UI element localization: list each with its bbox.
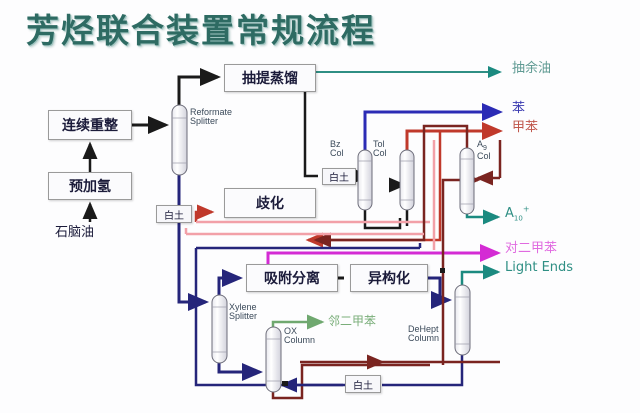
connector-ox-heavy-right	[300, 354, 500, 370]
output-label-orthoxylene: 邻二甲苯	[328, 315, 376, 328]
column-label-a9-col-line2: Col	[477, 151, 491, 162]
column-label-a9-col: A9 Col	[477, 139, 491, 162]
connector-pink-trunk	[432, 140, 436, 250]
column-label-bz-col: Bz Col	[330, 139, 344, 159]
connector-a9col-bottom-a10plus	[465, 209, 501, 225]
process-box-isomer-label: 异构化	[368, 271, 410, 287]
column-label-dehept-column: DeHept Column	[408, 324, 440, 344]
vessel-ox-column	[265, 326, 282, 393]
connector-dehept-top-lightends	[460, 264, 501, 285]
clay-box-left-label: 白土	[164, 210, 184, 222]
column-label-tol-col-line1: Tol	[373, 139, 385, 149]
connector-ox-bottom-heavy	[273, 362, 500, 400]
column-label-tol-col: Tol Col	[373, 139, 387, 159]
feed-label-naphtha: 石脑油	[55, 226, 94, 240]
column-label-xylene-splitter: Xylene Splitter	[229, 302, 258, 322]
connector-oxcolumn-bottom-to-a9	[271, 363, 430, 400]
connector-ox-top-orthoxylene	[271, 314, 325, 330]
connector-pale-red-long	[184, 228, 424, 236]
vessel-a9-col	[459, 147, 475, 215]
line-tick-marks	[282, 268, 445, 386]
connector-bzcol-top-benzene	[363, 103, 503, 150]
column-label-bz-col-line1: Bz	[330, 139, 341, 149]
output-label-orthoxylene-text: 邻二甲苯	[328, 314, 377, 328]
output-label-lightends-text: Light Ends	[505, 260, 574, 275]
process-box-prehydro[interactable]: 预加氢	[48, 172, 132, 200]
column-label-ox-column: OX Column	[284, 326, 316, 346]
clay-box-left[interactable]: 白土	[156, 205, 192, 223]
column-label-xylene-splitter-line2: Splitter	[229, 311, 258, 322]
clay-box-bottom[interactable]: 白土	[345, 375, 381, 393]
output-label-a10plus-text: A10+	[505, 205, 530, 223]
vessel-dehept-column	[454, 284, 471, 356]
output-label-paraxylene: 对二甲苯	[505, 242, 557, 256]
connector-a9col-top-recycle	[313, 124, 469, 248]
vessel-xylene-splitter	[211, 294, 228, 364]
connector-xylenesplitter-top-to-adsorption	[217, 269, 243, 295]
column-label-bz-col-line2: Col	[330, 148, 344, 159]
clay-box-bz[interactable]: 白土	[322, 168, 356, 185]
column-label-reformate-splitter-line2: Splitter	[190, 116, 219, 127]
connector-dispro-feed-loop	[194, 204, 430, 224]
process-box-ccr-label: 连续重整	[62, 118, 118, 134]
connector-a9col-side-feed	[475, 140, 502, 186]
vessel-reformate-splitter	[171, 104, 188, 176]
output-label-a10plus: A10+	[505, 205, 530, 223]
process-box-extractive-label: 抽提蒸馏	[242, 71, 298, 87]
column-label-reformate-splitter: Reformate Splitter	[190, 107, 233, 127]
column-label-reformate-splitter-line1: Reformate	[190, 107, 233, 117]
column-label-ox-column-line1: OX	[284, 326, 298, 336]
column-label-a9-col-line1: A9	[477, 139, 487, 152]
process-box-adsorption-label: 吸附分离	[264, 271, 320, 287]
output-label-toluene-text: 甲苯	[512, 120, 539, 135]
connector-paraxylene-line	[266, 244, 501, 264]
process-box-ccr[interactable]: 连续重整	[48, 110, 132, 140]
connector-splitter-bottom-navy	[177, 175, 209, 311]
column-label-tol-col-line2: Col	[373, 148, 387, 159]
vessel-bz-col	[357, 149, 373, 211]
output-label-paraxylene-text: 对二甲苯	[505, 241, 558, 256]
process-box-adsorption-separation[interactable]: 吸附分离	[246, 264, 338, 292]
column-label-xylene-splitter-line1: Xylene	[229, 302, 257, 312]
connector-isomer-to-dehept	[428, 276, 452, 309]
process-box-dispro-label: 歧化	[256, 196, 284, 212]
output-label-benzene: 苯	[512, 102, 525, 116]
output-label-lightends: Light Ends	[505, 261, 573, 275]
vessel-tol-col	[399, 149, 415, 211]
output-label-toluene: 甲苯	[512, 121, 538, 135]
connector-xylene-bottom-ox-feed	[217, 363, 263, 381]
column-label-dehept-column-line2: Column	[408, 333, 440, 344]
output-label-raffinate: 抽余油	[512, 62, 551, 76]
column-label-ox-column-line2: Column	[284, 335, 316, 346]
clay-box-bottom-label: 白土	[353, 380, 373, 392]
feed-label-naphtha-text: 石脑油	[55, 225, 95, 240]
process-box-extractive-distillation[interactable]: 抽提蒸馏	[224, 64, 316, 92]
clay-box-bz-label: 白土	[329, 173, 349, 184]
connector-splitter-top-to-extractive	[177, 68, 221, 105]
process-box-disproportionation[interactable]: 歧化	[224, 188, 316, 218]
process-box-isomerization[interactable]: 异构化	[350, 264, 428, 292]
page-title: 芳烃联合装置常规流程	[26, 11, 376, 50]
connector-navy-left-trunk	[194, 243, 422, 302]
process-box-prehydro-label: 预加氢	[69, 179, 111, 195]
output-label-raffinate-text: 抽余油	[512, 61, 552, 76]
output-label-benzene-text: 苯	[512, 101, 526, 116]
column-label-dehept-column-line1: DeHept	[408, 324, 439, 334]
